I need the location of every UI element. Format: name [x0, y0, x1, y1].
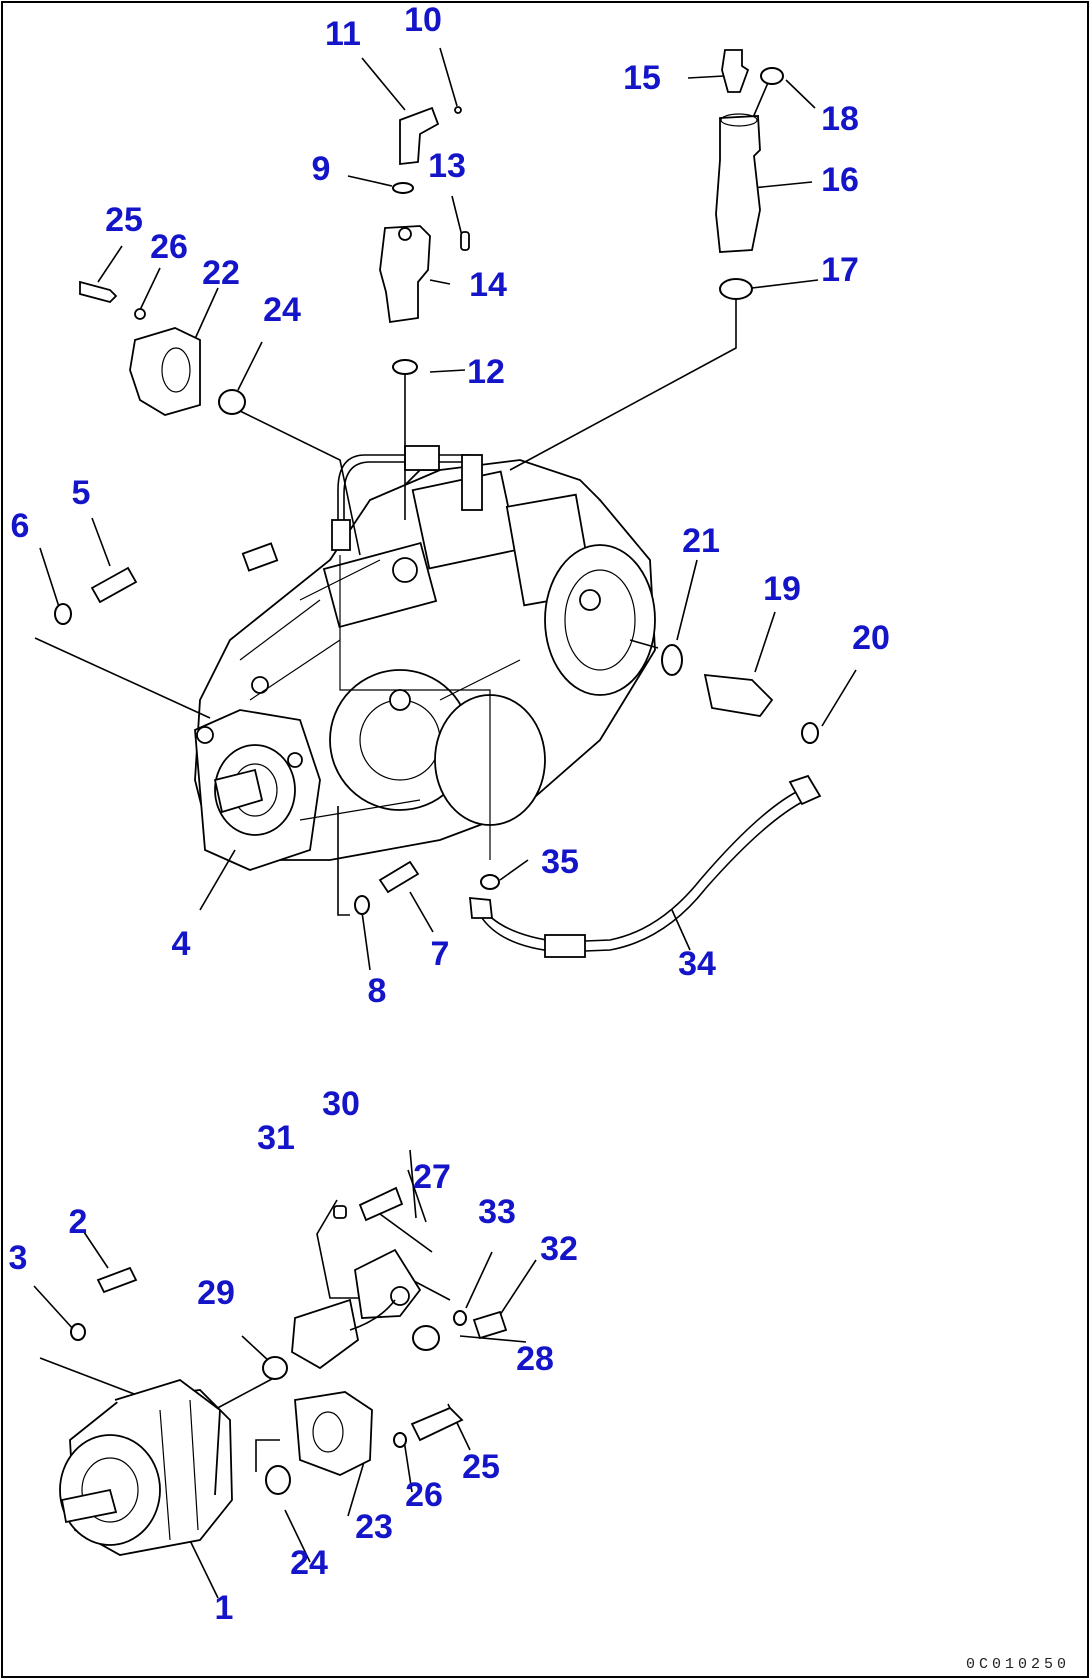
callout-14: 14 — [469, 266, 507, 304]
drawing-code: 0C010250 — [965, 1656, 1070, 1673]
small-parts — [54, 49, 822, 958]
callout-21: 21 — [682, 522, 720, 560]
callout-12: 12 — [467, 353, 505, 391]
callout-22: 22 — [202, 254, 240, 292]
callout-28: 28 — [516, 1340, 554, 1378]
callout-10: 10 — [404, 1, 442, 39]
callout-7: 7 — [430, 935, 450, 973]
callout-26-lower: 26 — [405, 1476, 443, 1514]
callout-34: 34 — [678, 945, 716, 983]
main-pump-assembly — [194, 445, 656, 871]
callout-20: 20 — [852, 619, 890, 657]
callout-18: 18 — [821, 100, 859, 138]
callout-5: 5 — [71, 474, 91, 512]
callout-2: 2 — [68, 1203, 88, 1241]
callout-9: 9 — [311, 150, 331, 188]
callout-8: 8 — [367, 972, 387, 1010]
callout-31: 31 — [257, 1119, 295, 1157]
callout-24-lower: 24 — [290, 1544, 328, 1582]
callout-27: 27 — [413, 1158, 451, 1196]
callout-15: 15 — [623, 59, 661, 97]
callout-29: 29 — [197, 1274, 235, 1312]
callout-11: 11 — [325, 15, 361, 53]
callout-32: 32 — [540, 1230, 578, 1268]
callout-16: 16 — [821, 161, 859, 199]
callout-6: 6 — [10, 507, 30, 545]
callout-26-upper: 26 — [150, 228, 188, 266]
callout-4: 4 — [171, 925, 191, 963]
callout-23: 23 — [355, 1508, 393, 1546]
callout-17: 17 — [821, 251, 859, 289]
callout-25-upper: 25 — [105, 201, 143, 239]
callout-13: 13 — [428, 147, 466, 185]
callout-25-lower: 25 — [462, 1448, 500, 1486]
callout-19: 19 — [763, 570, 801, 608]
callout-1: 1 — [214, 1589, 234, 1627]
callout-33: 33 — [478, 1193, 516, 1231]
callout-3: 3 — [8, 1239, 28, 1277]
leader-lines — [33, 47, 857, 1599]
callout-35: 35 — [541, 843, 579, 881]
callout-30: 30 — [322, 1085, 360, 1123]
lower-motor-assembly — [59, 1186, 508, 1556]
callout-24-upper: 24 — [263, 291, 301, 329]
